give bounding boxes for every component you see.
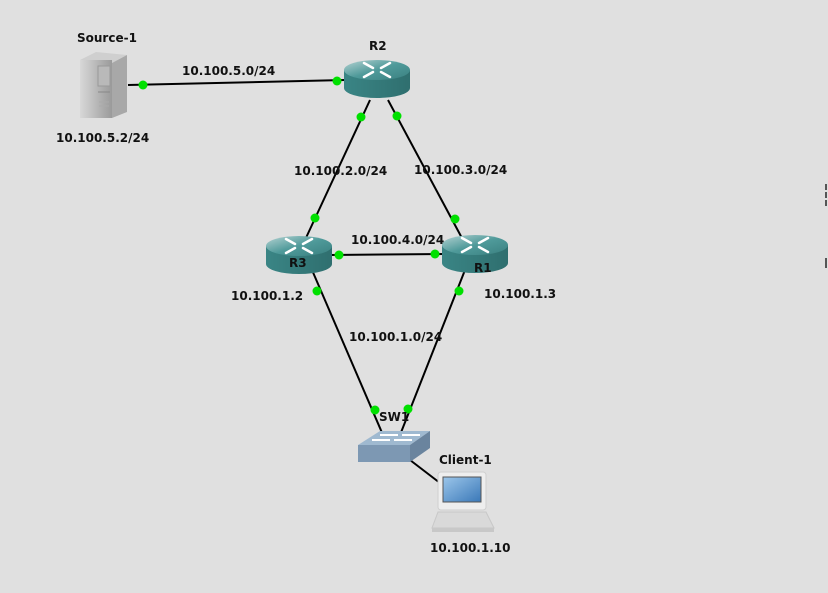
port-up-indicator [138, 80, 148, 90]
node-label-sw1: SW1 [379, 410, 410, 424]
node-label-source1: Source-1 [77, 31, 137, 45]
node-label-client1: Client-1 [439, 453, 492, 467]
link-label-lan: 10.100.1.0/24 [349, 330, 443, 344]
link-label-r3-r1: 10.100.4.0/24 [351, 233, 445, 247]
link-sw1-client1[interactable] [409, 459, 441, 484]
port-up-indicator [370, 405, 380, 415]
port-up-indicator [332, 76, 342, 86]
port-up-indicator [450, 214, 460, 224]
server-icon-source1[interactable] [80, 52, 127, 118]
link-r2-r1[interactable] [387, 99, 464, 241]
switch-icon-sw1[interactable] [358, 431, 430, 462]
node-label-r1: R1 [474, 261, 492, 275]
port-up-indicator [392, 111, 402, 121]
node-ip-source1: 10.100.5.2/24 [56, 131, 150, 145]
selection-marker [825, 184, 827, 206]
link-source1-r2[interactable] [127, 79, 346, 86]
port-indicators [138, 76, 464, 415]
router-icon-r1[interactable] [442, 235, 508, 273]
link-label-source1-r2: 10.100.5.0/24 [182, 64, 276, 78]
node-ip-r1: 10.100.1.3 [484, 287, 557, 301]
node-ip-client1: 10.100.1.10 [430, 541, 511, 555]
link-label-r2-r1: 10.100.3.0/24 [414, 163, 508, 177]
port-up-indicator [430, 249, 440, 259]
port-up-indicator [310, 213, 320, 223]
link-r3-r1[interactable] [329, 253, 446, 256]
router-icon-r3[interactable] [266, 236, 332, 274]
selection-marker [825, 258, 827, 268]
port-up-indicator [403, 404, 413, 414]
workstation-icon-client1[interactable] [431, 471, 495, 532]
link-label-r2-r3: 10.100.2.0/24 [294, 164, 388, 178]
port-up-indicator [454, 286, 464, 296]
port-up-indicator [312, 286, 322, 296]
port-up-indicator [334, 250, 344, 260]
node-label-r3: R3 [289, 256, 307, 270]
node-ip-r3: 10.100.1.2 [231, 289, 304, 303]
node-label-r2: R2 [369, 39, 387, 53]
port-up-indicator [356, 112, 366, 122]
link-r3-sw1[interactable] [311, 269, 384, 436]
router-icon-r2[interactable] [344, 60, 410, 98]
